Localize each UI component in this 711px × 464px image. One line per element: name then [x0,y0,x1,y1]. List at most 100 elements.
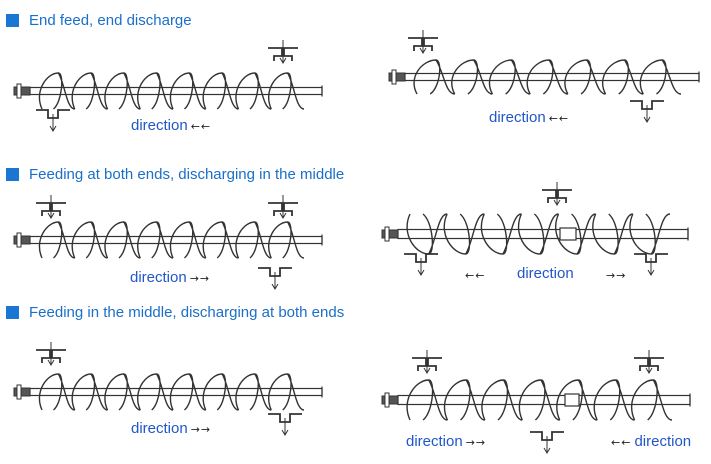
center-coupling [564,393,580,407]
direction-label-text: direction [406,433,463,450]
direction-arrows: →→ [606,269,627,282]
inlet-flange [634,357,664,371]
screw-flight [38,373,305,411]
flow-arrow-head [281,429,289,436]
direction-arrows: →→ [465,436,487,449]
bearing [384,392,390,408]
direction-label: direction [517,265,574,283]
inlet-flange [268,47,298,61]
section-heading-text: Feeding at both ends, discharging in the… [29,165,345,183]
feed-inlet-icon [408,30,438,54]
outlet-flange [258,267,292,277]
discharge-outlet-icon [530,431,564,454]
direction-label: direction→→ [406,433,486,452]
flow-arrow-head [645,367,653,374]
flow-arrow-head [279,57,287,64]
discharge-outlet-icon [268,413,302,436]
shaft-end [13,387,31,397]
screw-conveyor-icon [381,213,689,255]
direction-arrows-right: →→ [603,266,626,285]
outlet-flange [404,253,438,263]
screw-flight [38,72,305,110]
outlet-flange [634,253,668,263]
direction-arrows: ←← [465,269,486,282]
feed-inlet-icon [268,195,298,219]
section-heading-text: End feed, end discharge [29,11,192,29]
direction-label: direction←← [131,117,211,136]
screw-conveyor-icon [381,379,691,421]
bearing [16,232,22,248]
flow-arrow-head [49,125,57,132]
direction-arrows: ←← [190,120,212,133]
direction-label-text: direction [130,269,187,286]
feed-inlet-icon [36,342,66,366]
flow-arrow-head [47,359,55,366]
section-heading-2: Feeding at both ends, discharging in the… [6,164,344,184]
feed-inlet-icon [36,195,66,219]
bearing [391,69,397,85]
direction-label: ←←direction [611,433,691,452]
section-heading-text: Feeding in the middle, discharging at bo… [29,303,345,321]
direction-arrows: →→ [189,272,211,285]
direction-label-text: direction [131,117,188,134]
screw-flight [413,59,682,95]
discharge-outlet-icon [634,253,668,276]
shaft-end [13,86,31,96]
feed-inlet-icon [268,40,298,64]
feed-inlet-icon [542,182,572,206]
screw-flight [406,379,673,421]
shaft-end [381,229,399,239]
inlet-flange [542,189,572,203]
flow-arrow-head [647,269,655,276]
discharge-outlet-icon [36,109,70,132]
direction-arrows: →→ [190,423,212,436]
discharge-outlet-icon [630,100,664,123]
outlet-flange [630,100,664,110]
shaft-end [13,235,31,245]
discharge-outlet-icon [258,267,292,290]
section-heading-1: End feed, end discharge [6,10,192,30]
square-bullet-icon [6,13,19,27]
screw-flight [38,221,305,259]
direction-arrows-left: ←← [462,266,485,285]
discharge-outlet-icon [404,253,438,276]
flow-arrow-head [279,212,287,219]
direction-label-text: direction [634,433,692,450]
bearing [384,226,390,242]
inlet-flange [408,37,438,51]
direction-label-text: direction [517,265,574,282]
center-coupling [559,227,577,241]
flow-arrow-head [419,47,427,54]
inlet-flange [412,357,442,371]
square-bullet-icon [6,167,19,181]
bearing [16,83,22,99]
flow-arrow-head [553,199,561,206]
feed-inlet-icon [634,350,664,374]
square-bullet-icon [6,305,19,319]
bearing [16,384,22,400]
flow-arrow-head [543,447,551,454]
inlet-flange [36,202,66,216]
flow-arrow-head [643,116,651,123]
direction-label-text: direction [489,109,546,126]
direction-label: direction→→ [131,420,211,439]
direction-label-text: direction [131,420,188,437]
flow-arrow-head [271,283,279,290]
screw-conveyor-icon [388,59,700,95]
section-heading-3: Feeding in the middle, discharging at bo… [6,302,344,322]
screw-conveyor-icon [13,72,323,110]
outlet-flange [530,431,564,441]
flow-arrow-head [417,269,425,276]
flow-arrow-head [423,367,431,374]
shaft-end [388,72,406,82]
outlet-flange [268,413,302,423]
feed-inlet-icon [412,350,442,374]
screw-conveyor-icon [13,221,323,259]
inlet-flange [36,349,66,363]
inlet-flange [268,202,298,216]
direction-arrows: ←← [611,436,632,449]
direction-arrows: ←← [548,112,570,125]
flow-arrow-head [47,212,55,219]
direction-label: direction→→ [130,269,210,288]
